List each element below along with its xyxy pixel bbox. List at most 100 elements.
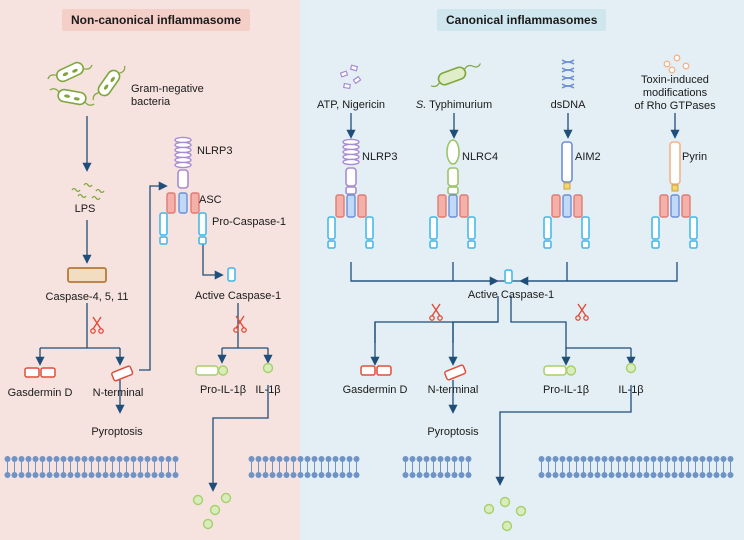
sensor-pyrin-label: Pyrin [682,151,708,163]
blade [577,303,587,317]
membrane-head [4,456,11,462]
pro-caspase-segment [467,240,476,249]
flagellum [49,88,60,93]
membrane-head [102,472,109,478]
membrane-head [144,456,151,462]
handle [90,328,96,334]
gasdermin-c [40,367,56,378]
membrane-head [720,472,727,478]
blade [431,303,441,317]
membrane-head [81,456,88,462]
caspase-4-5-11-label: Caspase-4, 5, 11 [45,291,129,303]
caspase-4-5-11-protein [67,267,107,283]
membrane-head [706,456,713,462]
handle [437,315,443,321]
sensor-aim2-label: AIM2 [575,151,601,163]
membrane-head [95,472,102,478]
pyroptosis-label: Pyroptosis [91,426,143,438]
membrane-head [678,456,685,462]
lps-label: LPS [74,203,96,215]
membrane-head [430,456,437,462]
membrane-head [552,472,559,478]
membrane-head [559,472,566,478]
membrane-head [123,456,130,462]
membrane-head [727,472,734,478]
gasdermin-n [24,367,40,378]
membrane-head [39,472,46,478]
membrane-head [269,472,276,478]
membrane-head [629,472,636,478]
asc-domain [670,194,680,218]
connector-line [350,262,678,282]
pro-caspase-segment [467,216,476,240]
membrane-head [727,456,734,462]
arrow [202,243,224,280]
membrane-head [573,472,580,478]
pro-caspase-segment [198,212,207,236]
membrane-head [713,456,720,462]
membrane-head [318,456,325,462]
membrane-head [594,472,601,478]
membrane-head [353,456,360,462]
gasdermin-n [360,365,376,376]
membrane-head [458,472,465,478]
bacterium-spot [110,76,115,83]
canonical-active-caspase-1-icon [504,269,513,284]
membrane-icon [402,456,472,478]
membrane-head [318,472,325,478]
asc-domain [346,194,356,218]
membrane-head [685,456,692,462]
asc-domain [459,194,469,218]
il-1b-molecule [202,518,214,530]
membrane-head [18,472,25,478]
pro-caspase-segment [365,216,374,240]
membrane-head [116,472,123,478]
atp-molecule [339,70,349,78]
membrane-head [304,472,311,478]
membrane-head [255,456,262,462]
bacterium-spot [72,68,78,73]
membrane-head [116,456,123,462]
toxin-molecule [682,62,690,70]
membrane-head [25,456,32,462]
handle [233,327,239,333]
membrane-head [332,472,339,478]
bacterium-body [57,88,87,106]
bacterium-body [97,69,121,97]
asc-domain [437,194,447,218]
arrow [139,181,168,371]
membrane-head [601,456,608,462]
asc-domain [357,194,367,218]
atp-molecule [343,82,351,90]
gasdermin-d-label: Gasdermin D [7,387,73,399]
membrane-head [451,472,458,478]
membrane-head [130,456,137,462]
membrane-head [699,472,706,478]
membrane-head [53,456,60,462]
membrane-head [283,456,290,462]
stimulus-toxin: Toxin-induced modifications of Rho GTPas… [634,74,716,112]
pyd-domain [447,186,459,195]
asc-domain [190,192,200,214]
flagellum [430,82,441,88]
membrane-icon [4,456,734,478]
membrane-head [643,456,650,462]
bacteria-icon [49,88,95,106]
il-1b-molecule [209,504,221,516]
flagellum [463,63,481,70]
membrane-head [276,472,283,478]
membrane-head [304,456,311,462]
il-domain [217,365,229,376]
flagellum [92,92,99,101]
membrane-head [248,472,255,478]
membrane-head [74,456,81,462]
pyd-domain [345,186,357,195]
membrane-head [538,472,545,478]
membrane-head [32,456,39,462]
membrane-head [594,456,601,462]
canonical-gasdermin-d-label: Gasdermin D [342,384,408,396]
pro-caspase-segment [581,216,590,240]
lps-molecule [83,182,93,188]
membrane-head [165,472,172,478]
membrane-icon [4,456,179,478]
